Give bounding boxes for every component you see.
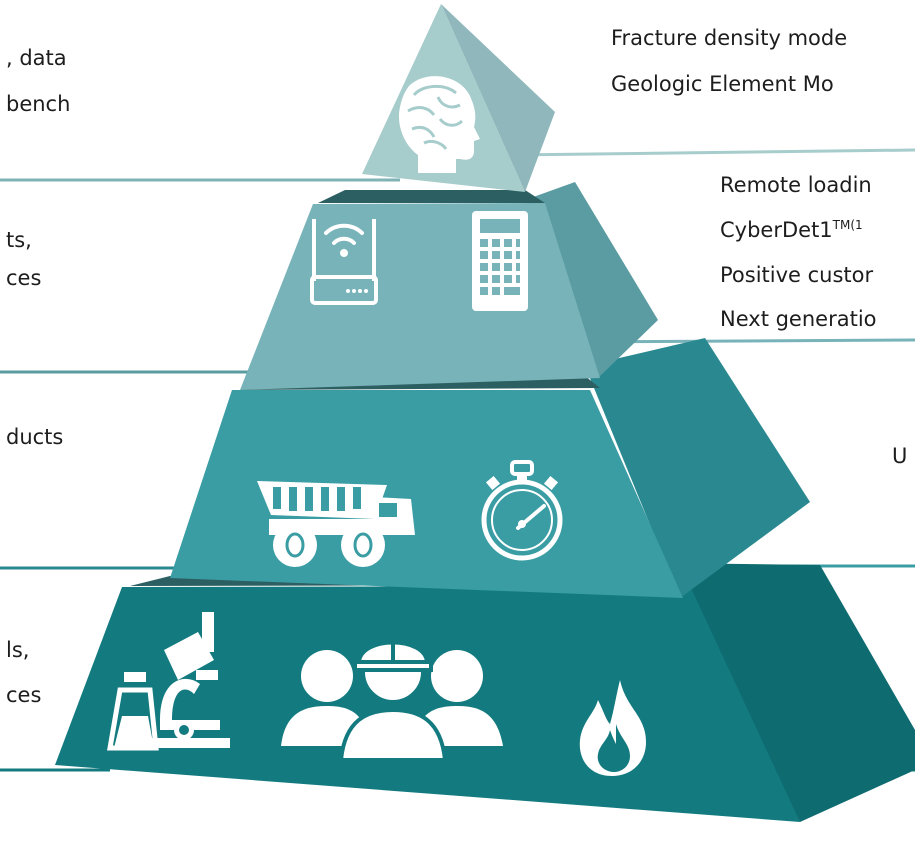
pyramid-tier-4 <box>55 563 915 822</box>
calculator-icon <box>472 211 528 311</box>
microscope-lab-icon <box>107 612 230 751</box>
right-label-next-generation: Next generatio <box>720 307 877 331</box>
right-label-cyberdet-main: CyberDet1 <box>720 218 833 242</box>
haul-truck-icon <box>257 481 415 567</box>
left-label-tier2-line1: ts, <box>6 228 32 252</box>
left-label-tier4-line1: ls, <box>6 638 30 662</box>
tier-3-right-face <box>585 338 810 598</box>
right-label-cyberdet: CyberDet1TM(1 <box>720 218 863 242</box>
right-label-geologic-element: Geologic Element Mo <box>611 72 834 96</box>
workers-team-icon <box>281 640 503 762</box>
left-label-tier2-line2: ces <box>6 266 42 290</box>
wifi-router-icon <box>310 219 378 305</box>
leader-line-right-2 <box>579 338 915 344</box>
flame-icon <box>579 680 646 776</box>
pyramid-tier-2 <box>240 182 658 390</box>
right-label-positive-customer: Positive custor <box>720 263 874 287</box>
tier-2-front-face <box>240 203 600 390</box>
brain-head-icon <box>398 76 480 174</box>
leader-line-right-1 <box>509 148 915 157</box>
left-label-tier4-line2: ces <box>6 683 42 707</box>
tier-3-front-face <box>170 390 683 598</box>
right-label-tier3: U <box>892 444 908 468</box>
left-label-tier3-line1: ducts <box>6 425 64 449</box>
tier-4-right-face <box>660 563 915 822</box>
right-label-remote-loading: Remote loadin <box>720 173 872 197</box>
left-label-tier1-line1: , data <box>6 46 67 70</box>
tier-2-right-face <box>525 182 658 378</box>
stopwatch-icon <box>481 460 563 561</box>
left-label-tier1-line2: bench <box>6 92 71 116</box>
right-label-cyberdet-sup: TM(1 <box>832 218 863 232</box>
right-label-fracture-density: Fracture density mode <box>611 26 848 50</box>
tier-2-gap <box>318 190 545 203</box>
tier-1-right-face <box>441 4 555 192</box>
